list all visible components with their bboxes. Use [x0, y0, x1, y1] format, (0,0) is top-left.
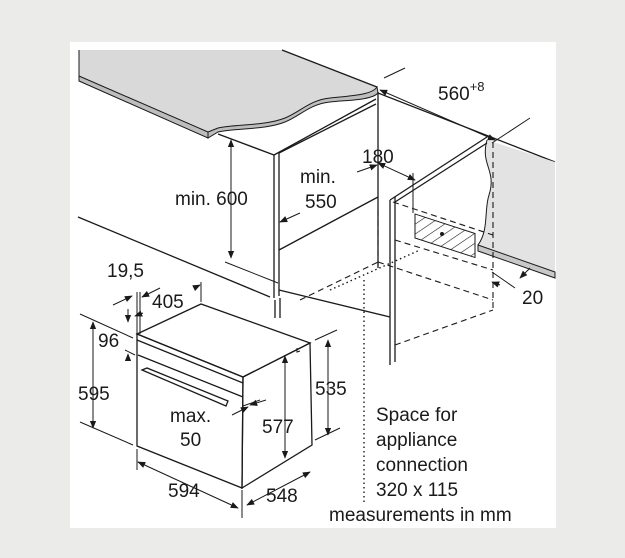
- label-max-value: 50: [180, 430, 201, 451]
- label-rear-gap: 180: [362, 147, 394, 168]
- oven: [135, 298, 313, 490]
- label-min-depth-prefix: min.: [300, 167, 336, 188]
- label-depth-405: 405: [152, 292, 184, 313]
- label-height-595: 595: [78, 384, 110, 405]
- label-height-535: 535: [315, 379, 347, 400]
- connection-area-hatch: [414, 213, 476, 259]
- label-min-depth-value: 550: [305, 192, 337, 213]
- drawing-panel: [70, 42, 556, 528]
- note-units: measurements in mm: [329, 505, 512, 526]
- note-connection-line3: connection: [376, 455, 468, 476]
- label-offset: 19,5: [107, 261, 144, 282]
- label-max-prefix: max.: [170, 406, 211, 427]
- label-gap-20: 20: [522, 288, 543, 309]
- note-connection-line4: 320 x 115: [376, 480, 458, 501]
- note-connection-line1: Space for: [376, 405, 458, 426]
- label-height-577: 577: [262, 417, 294, 438]
- label-niche-width: 560+8: [438, 79, 485, 105]
- dimension-lines: [79, 67, 531, 518]
- countertop: [78, 49, 379, 139]
- oven-handle: [140, 367, 229, 407]
- label-panel-96: 96: [98, 331, 119, 352]
- label-min-height: min. 600: [175, 189, 248, 210]
- note-connection-line2: appliance: [376, 430, 457, 451]
- label-width-594: 594: [168, 481, 200, 502]
- label-depth-548: 548: [266, 486, 298, 507]
